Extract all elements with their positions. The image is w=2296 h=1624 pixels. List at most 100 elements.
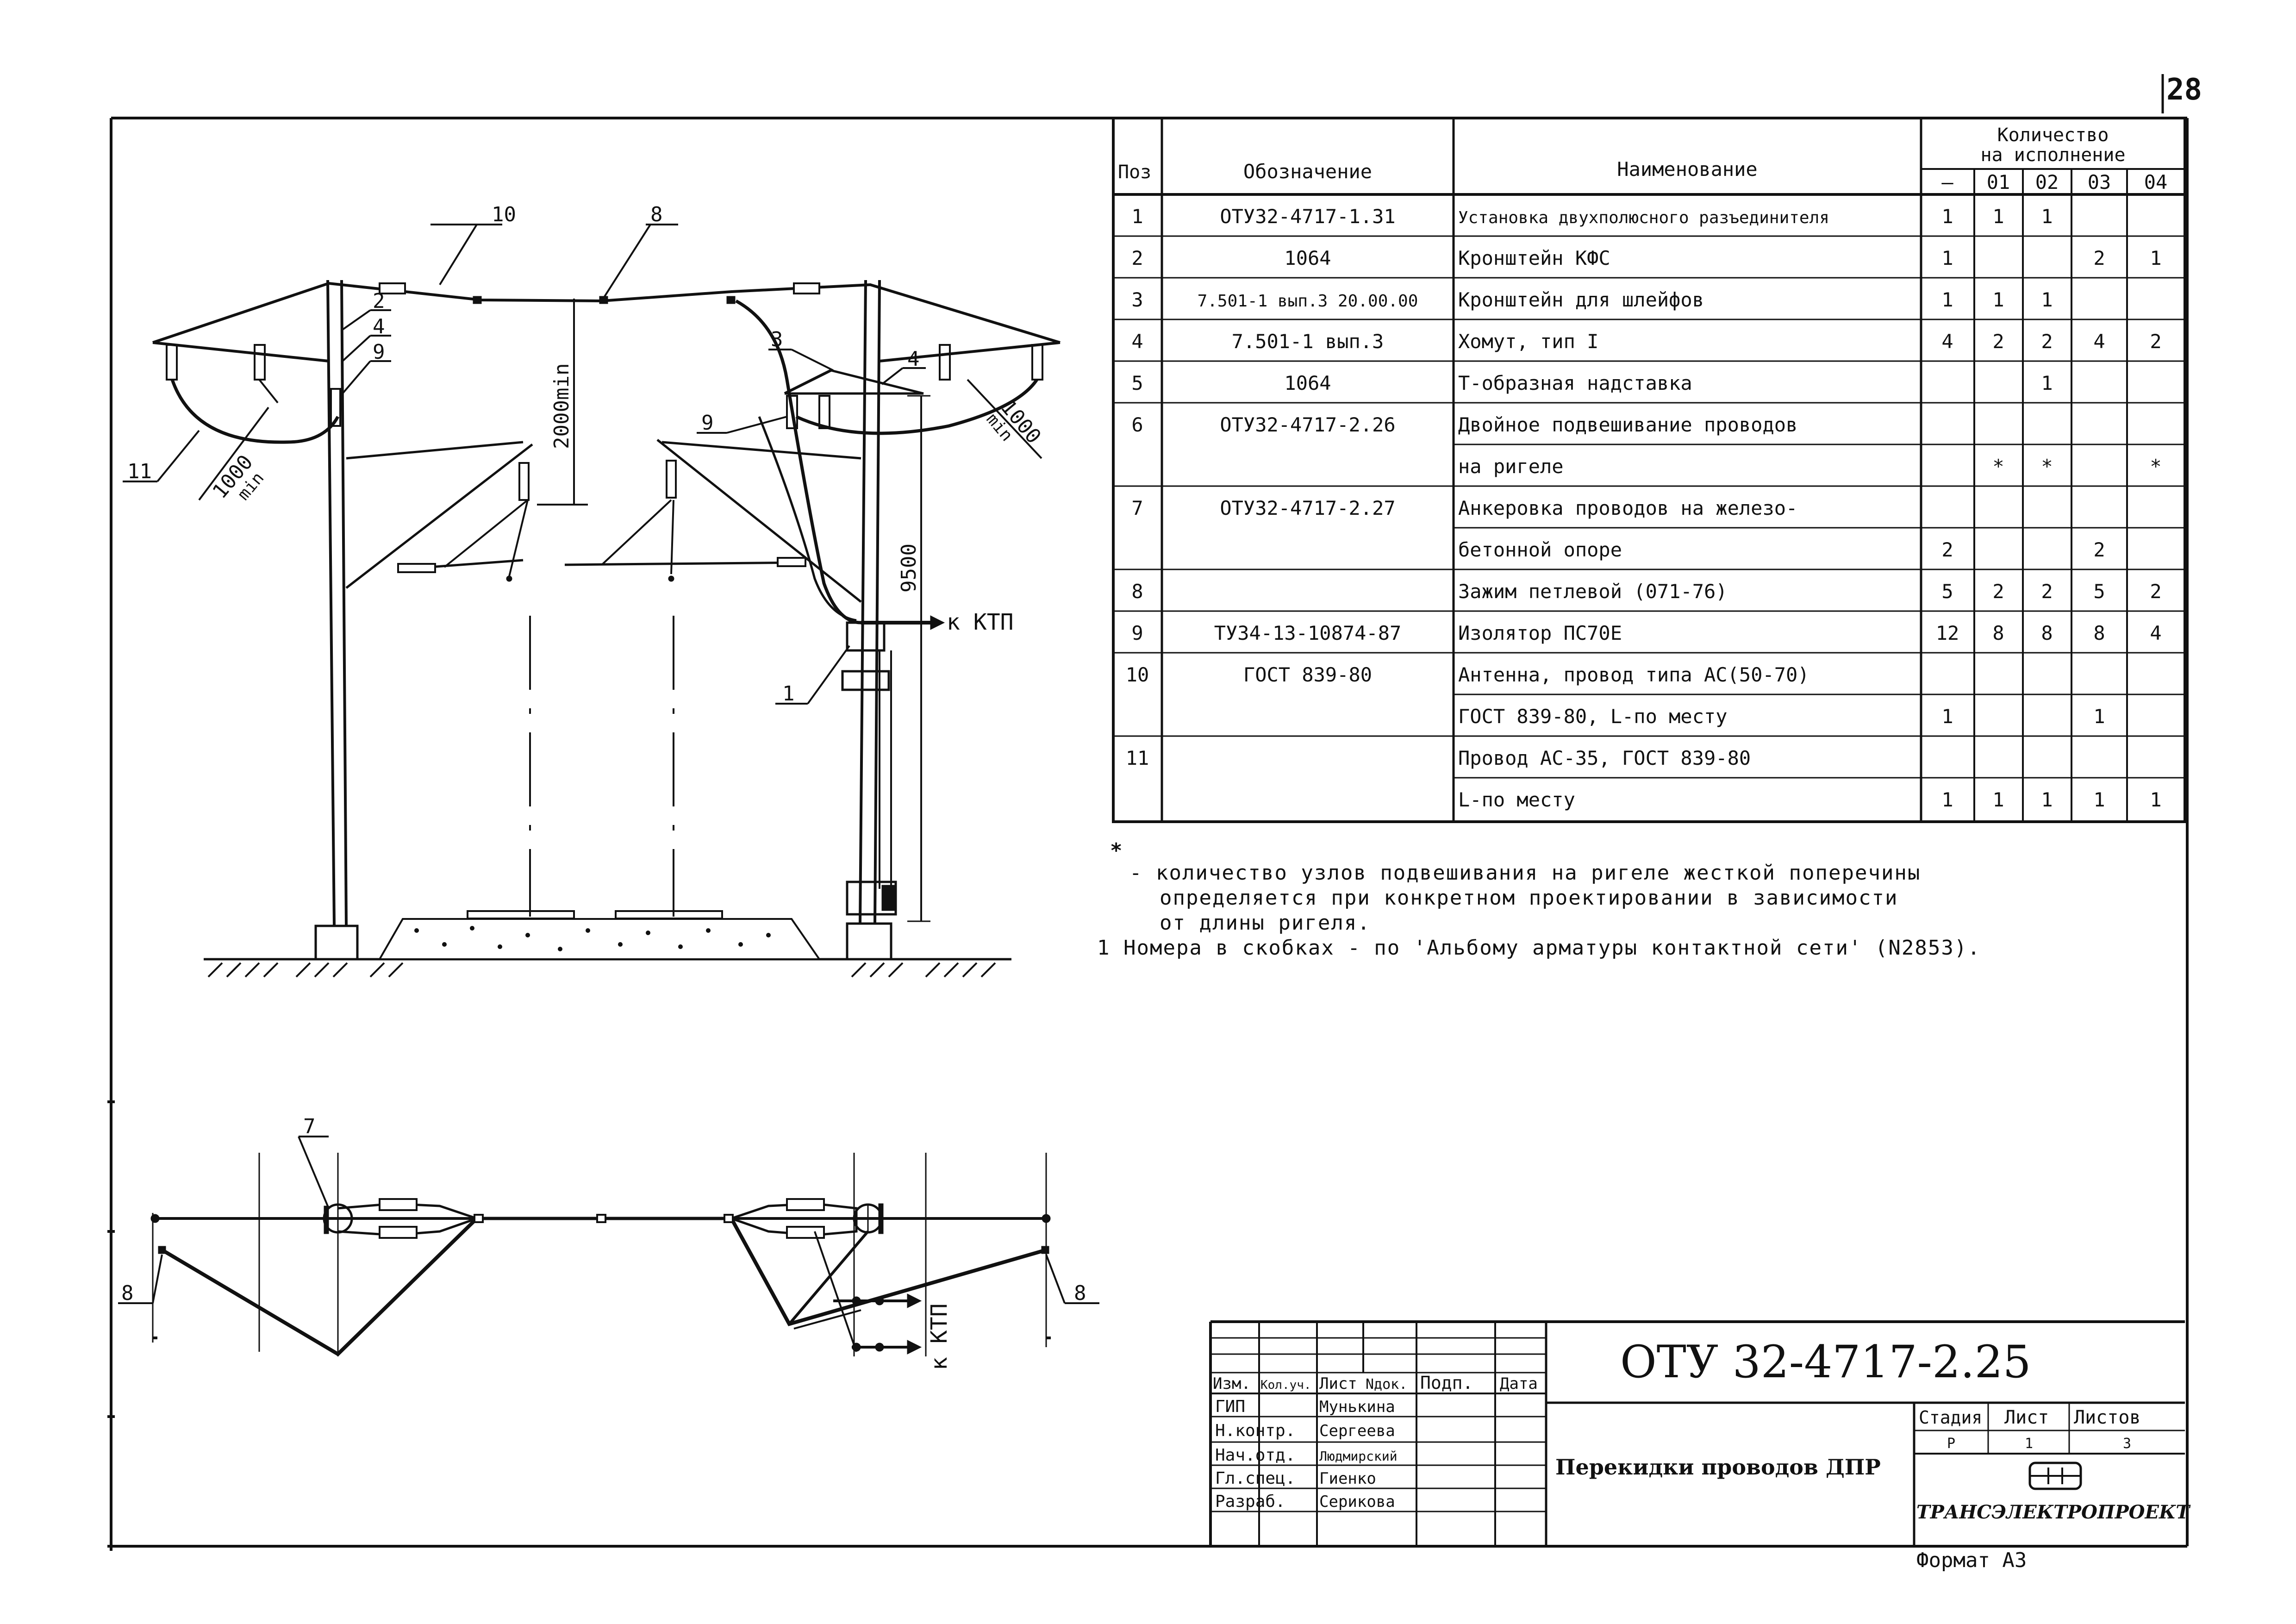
callout-8-top: 8 bbox=[650, 203, 663, 226]
callout-4-right: 4 bbox=[907, 347, 920, 371]
row-designation: 1064 bbox=[1284, 372, 1331, 394]
row-qty: 1 bbox=[1941, 205, 1953, 228]
row-qty: 1 bbox=[2041, 205, 2053, 228]
row-name: Хомут, тип I bbox=[1458, 330, 1598, 353]
row-name: Установка двухполюсного разъединителя bbox=[1458, 208, 1829, 227]
stage-label: Стадия bbox=[1919, 1407, 1982, 1428]
drawing-labels: 10 8 2 4 9 3 4 9 11 1 1000 min 1000 min … bbox=[127, 203, 1046, 706]
row-qty: 1 bbox=[2093, 705, 2105, 728]
callout-10: 10 bbox=[492, 203, 516, 226]
row-pos: 5 bbox=[1131, 372, 1143, 394]
title-block bbox=[1209, 1320, 2185, 1546]
row-qty: 1 bbox=[2041, 788, 2053, 811]
dim-2000min: 2000min bbox=[550, 363, 574, 449]
person-role: Разраб. bbox=[1215, 1492, 1285, 1511]
variant-header: 02 bbox=[2035, 171, 2059, 194]
row-pos: 3 bbox=[1131, 288, 1143, 311]
row-qty: 1 bbox=[1941, 288, 1953, 311]
portal-elevation-drawing bbox=[123, 224, 1061, 978]
row-qty: 2 bbox=[1941, 538, 1953, 561]
row-qty: 2 bbox=[2093, 247, 2105, 269]
variant-header: 03 bbox=[2088, 171, 2111, 194]
callout-9-left: 9 bbox=[373, 340, 385, 364]
row-qty: 2 bbox=[2041, 580, 2053, 603]
col-podp: Подп. bbox=[1420, 1373, 1473, 1393]
row-qty: 2 bbox=[2150, 580, 2161, 603]
col-list: Лист bbox=[1319, 1374, 1357, 1393]
plan-view-drawing bbox=[118, 1136, 1099, 1357]
right-pole-foundation bbox=[846, 922, 892, 961]
row-qty: 1 bbox=[1941, 247, 1953, 269]
header-qty: Количество bbox=[1997, 125, 2109, 146]
label-ktp-bottom: к КТП bbox=[926, 1304, 952, 1371]
row-qty: 4 bbox=[2093, 330, 2105, 353]
row-qty: 1 bbox=[2041, 372, 2053, 394]
row-name: Изолятор ПС70Е bbox=[1458, 622, 1622, 644]
callout-4-left: 4 bbox=[373, 315, 385, 338]
sheet-value: 1 bbox=[2025, 1436, 2033, 1452]
callout-2: 2 bbox=[373, 289, 385, 313]
row-qty: 5 bbox=[2093, 580, 2105, 603]
row-designation: 1064 bbox=[1284, 247, 1331, 269]
row-qty: 2 bbox=[1992, 580, 2004, 603]
row-qty: 2 bbox=[2093, 538, 2105, 561]
variant-header: — bbox=[1941, 171, 1953, 194]
note-line-4: 1 Номера в скобках - по 'Альбому арматур… bbox=[1097, 936, 1981, 960]
col-kol: Кол.уч. bbox=[1260, 1378, 1311, 1392]
row-pos: 11 bbox=[1126, 747, 1149, 769]
row-qty: * bbox=[2041, 455, 2053, 478]
right-drop-cable bbox=[735, 299, 861, 625]
row-qty: 1 bbox=[2041, 288, 2053, 311]
row-pos: 9 bbox=[1131, 622, 1143, 644]
sheet-label: Лист bbox=[2004, 1407, 2049, 1428]
left-pole-foundation bbox=[314, 924, 359, 961]
callout-8-right: 8 bbox=[1074, 1281, 1086, 1305]
row-pos: 4 bbox=[1131, 330, 1143, 353]
row-name: Т-образная надставка bbox=[1458, 372, 1692, 394]
left-loop-wire bbox=[170, 379, 340, 444]
right-v-wire bbox=[730, 1218, 1047, 1326]
ballast-prism bbox=[378, 918, 821, 960]
row-qty: 2 bbox=[1992, 330, 2004, 353]
row-designation: ГОСТ 839-80 bbox=[1243, 663, 1372, 686]
col-ndok: Nдок. bbox=[1366, 1376, 1407, 1393]
note-star: * bbox=[1110, 839, 1123, 862]
row-designation: ОТУ32-4717-2.26 bbox=[1220, 413, 1395, 436]
person-name: Мунькина bbox=[1319, 1398, 1395, 1416]
row-pos: 2 bbox=[1131, 247, 1143, 269]
person-role: Н.контр. bbox=[1215, 1421, 1295, 1440]
variant-header: 04 bbox=[2144, 171, 2168, 194]
row-pos: 6 bbox=[1131, 413, 1143, 436]
person-name: Сергеева bbox=[1319, 1422, 1395, 1440]
person-role: Гл.спец. bbox=[1215, 1469, 1295, 1488]
row-qty: * bbox=[2150, 455, 2161, 478]
callout-7: 7 bbox=[303, 1115, 316, 1138]
header-pos: Поз bbox=[1118, 162, 1151, 183]
row-qty: 2 bbox=[2041, 330, 2053, 353]
row-designation: ТУ34-13-10874-87 bbox=[1214, 622, 1402, 644]
row-name: Двойное подвешивание проводов bbox=[1458, 413, 1797, 436]
person-name: Гиенко bbox=[1319, 1469, 1376, 1488]
person-role: ГИП bbox=[1215, 1397, 1245, 1416]
person-name: Людмирский bbox=[1319, 1449, 1398, 1464]
row-qty: 8 bbox=[2093, 622, 2105, 644]
sheets-label: Листов bbox=[2074, 1407, 2141, 1428]
person-name: Серикова bbox=[1319, 1493, 1395, 1511]
label-ktp-top: к КТП bbox=[947, 609, 1014, 635]
variant-header: 01 bbox=[1987, 171, 2010, 194]
row-qty: 1 bbox=[1992, 205, 2004, 228]
org-name: ТРАНСЭЛЕКТРОПРОЕКТ bbox=[1916, 1501, 2191, 1523]
row-qty: * bbox=[1992, 455, 2004, 478]
row-qty: 1 bbox=[2150, 788, 2161, 811]
col-data: Дата bbox=[1500, 1374, 1538, 1393]
format-label: Формат А3 bbox=[1916, 1549, 2027, 1572]
row-designation: ОТУ32-4717-2.27 bbox=[1220, 497, 1395, 519]
row-pos: 1 bbox=[1131, 205, 1143, 228]
row-name: ГОСТ 839-80, L-по месту bbox=[1458, 705, 1728, 728]
row-qty: 1 bbox=[1992, 288, 2004, 311]
row-name: Антенна, провод типа АС(50-70) bbox=[1458, 663, 1809, 686]
dim-9500: 9500 bbox=[897, 543, 921, 593]
note-line-3: от длины ригеля. bbox=[1160, 911, 1371, 935]
header-qty-2: на исполнение bbox=[1980, 144, 2125, 166]
